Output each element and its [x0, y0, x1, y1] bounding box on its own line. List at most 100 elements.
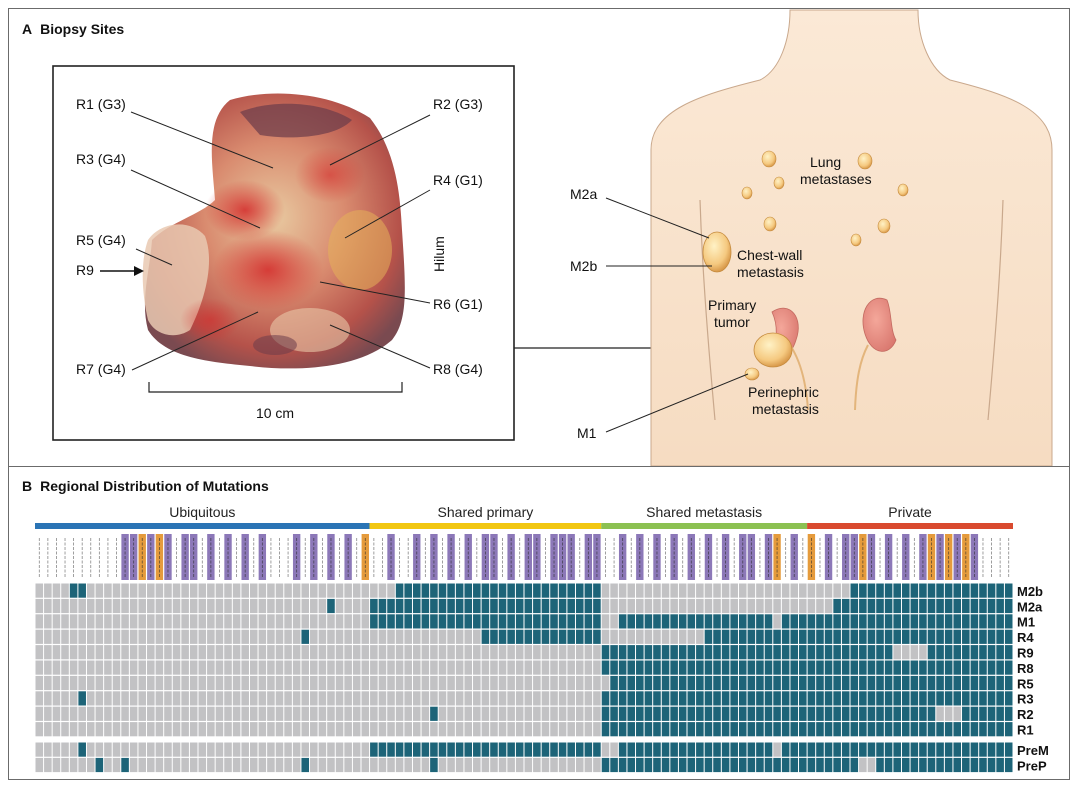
mutation-cell — [490, 614, 498, 629]
mutation-cell — [378, 757, 387, 773]
mutation-cell — [395, 691, 404, 706]
mutation-cell — [35, 722, 44, 737]
mutation-cell — [155, 691, 164, 706]
region-label-r8: R8 (G4) — [433, 361, 483, 377]
mutation-cell — [944, 742, 953, 757]
mutation-cell — [267, 598, 275, 614]
mutation-cell — [893, 722, 901, 737]
mutation-cell — [224, 629, 232, 644]
mutation-cell — [189, 629, 198, 644]
mutation-cell — [962, 722, 970, 737]
region-label-r7: R7 (G4) — [76, 361, 126, 377]
mutation-cell — [378, 675, 387, 691]
mutation-cell — [884, 706, 893, 721]
mutation-cell — [541, 691, 550, 706]
mutation-cell — [670, 629, 678, 644]
mutation-cell — [258, 629, 267, 644]
mutation-cell — [575, 629, 584, 644]
mutation-cell — [773, 675, 781, 691]
mutation-cell — [558, 675, 567, 691]
mutation-cell — [567, 629, 575, 644]
mutation-cell — [361, 742, 370, 757]
mutation-cell — [584, 706, 593, 721]
mutation-cell — [86, 614, 95, 629]
mutation-cell — [147, 598, 155, 614]
mutation-cell — [515, 598, 524, 614]
mutation-cell — [498, 614, 507, 629]
mutation-cell — [850, 614, 859, 629]
mutation-cell — [859, 645, 867, 660]
mutation-cell — [850, 583, 859, 598]
mutation-cell — [335, 583, 344, 598]
mutation-cell — [987, 706, 996, 721]
mutation-cell — [816, 706, 824, 721]
mutation-cell — [275, 691, 284, 706]
mutation-cell — [816, 660, 824, 675]
mutation-cell — [979, 645, 987, 660]
mutation-cell — [421, 614, 430, 629]
mutation-cell — [970, 757, 979, 773]
mutation-cell — [335, 645, 344, 660]
mutation-cell — [249, 660, 258, 675]
mutation-cell — [129, 757, 138, 773]
mutation-cell — [490, 691, 498, 706]
mutation-cell — [558, 614, 567, 629]
mutation-cell — [867, 691, 876, 706]
mutation-cell — [910, 598, 919, 614]
mutation-cell — [575, 742, 584, 757]
mutation-cell — [249, 675, 258, 691]
mutation-cell — [738, 742, 747, 757]
mutation-cell — [524, 757, 533, 773]
mutation-cell — [678, 583, 687, 598]
mutation-cell — [593, 598, 601, 614]
mutation-cell — [910, 645, 919, 660]
mutation-cell — [524, 706, 533, 721]
mutation-cell — [112, 757, 121, 773]
mutation-cell — [481, 742, 490, 757]
mutation-cell — [155, 706, 164, 721]
mutation-cell — [644, 598, 653, 614]
mutation-cell — [224, 645, 232, 660]
mutation-cell — [498, 757, 507, 773]
mutation-cell — [498, 660, 507, 675]
mutation-cell — [378, 598, 387, 614]
mutation-cell — [370, 706, 378, 721]
mutation-cell — [653, 722, 661, 737]
mutation-cell — [927, 629, 936, 644]
mutation-cell — [816, 645, 824, 660]
mutation-cell — [636, 614, 644, 629]
mutation-cell — [104, 742, 112, 757]
mutation-cell — [567, 706, 575, 721]
mutation-cell — [867, 675, 876, 691]
mutation-cell — [533, 629, 541, 644]
mutation-cell — [172, 706, 181, 721]
mutation-cell — [781, 660, 790, 675]
mutation-cell — [138, 742, 147, 757]
mutation-cell — [533, 614, 541, 629]
mutation-cell — [267, 614, 275, 629]
mutation-cell — [232, 629, 241, 644]
category-label: Shared metastasis — [646, 504, 762, 520]
mutation-cell — [756, 691, 764, 706]
mutation-cell — [387, 614, 395, 629]
mutation-cell — [147, 757, 155, 773]
mutation-cell — [636, 757, 644, 773]
mutation-cell — [524, 675, 533, 691]
mutation-cell — [121, 757, 129, 773]
mutation-cell — [327, 675, 335, 691]
mutation-cell — [378, 722, 387, 737]
mutation-cell — [541, 629, 550, 644]
mutation-cell — [1004, 583, 1013, 598]
mutation-cell — [181, 583, 189, 598]
mutation-cell — [464, 706, 473, 721]
mutation-cell — [704, 691, 713, 706]
mutation-cell — [661, 583, 670, 598]
mutation-cell — [841, 757, 850, 773]
mutation-cell — [395, 629, 404, 644]
mutation-cell — [893, 757, 901, 773]
mutation-cell — [636, 722, 644, 737]
mutation-cell — [944, 598, 953, 614]
mutation-cell — [730, 742, 738, 757]
mutation-cell — [112, 645, 121, 660]
mutation-cell — [147, 614, 155, 629]
